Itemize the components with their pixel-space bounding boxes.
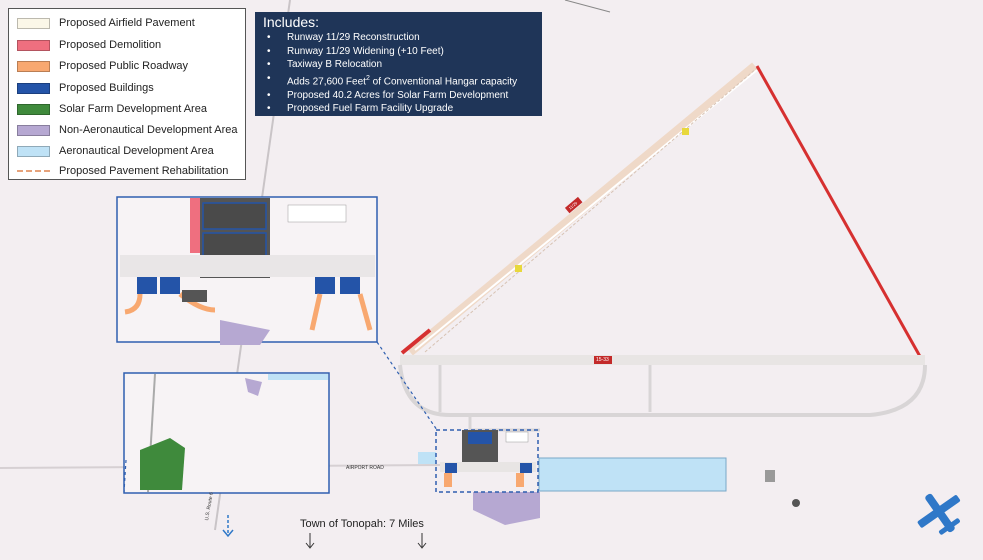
demolition-runway: [755, 65, 924, 361]
hangar-capacity-suffix: of Conventional Hangar capacity: [372, 76, 518, 88]
inset-terminal-zoom: [116, 196, 378, 345]
inset-solar-zoom: [123, 372, 330, 494]
legend-swatch: [17, 145, 50, 157]
runway-15-33: [398, 355, 927, 417]
terminal-area: [418, 415, 727, 525]
includes-box: Includes: Runway 11/29 Reconstruction Ru…: [255, 12, 542, 116]
route-arrow-icon: [222, 515, 234, 538]
legend-label: Proposed Airfield Pavement: [59, 17, 195, 29]
site-marker: [765, 470, 775, 482]
airport-road-label: AIRPORT ROAD: [346, 465, 384, 471]
legend-item: Proposed Buildings: [17, 80, 154, 96]
legend-label: Proposed Pavement Rehabilitation: [59, 165, 229, 177]
includes-title: Includes:: [263, 14, 320, 30]
legend-label: Proposed Public Roadway: [59, 60, 189, 72]
map-legend: Proposed Airfield Pavement Proposed Demo…: [8, 8, 246, 180]
includes-item: Taxiway B Relocation: [267, 58, 534, 72]
includes-list: Runway 11/29 Reconstruction Runway 11/29…: [263, 31, 534, 116]
legend-label: Non-Aeronautical Development Area: [59, 124, 238, 136]
legend-item: Non-Aeronautical Development Area: [17, 122, 238, 138]
legend-item: Aeronautical Development Area: [17, 143, 214, 159]
legend-swatch: [17, 39, 50, 51]
legend-item: Proposed Public Roadway: [17, 58, 188, 74]
legend-label: Solar Farm Development Area: [59, 103, 207, 115]
includes-item: Proposed Fuel Farm Facility Upgrade: [267, 102, 534, 116]
inset2-connector: [123, 459, 127, 493]
legend-item: Proposed Airfield Pavement: [17, 15, 195, 31]
legend-swatch: [17, 17, 50, 29]
north-arrow-icon: [917, 493, 961, 535]
legend-swatch: [17, 103, 50, 115]
legend-label: Proposed Buildings: [59, 82, 154, 94]
includes-item: Adds 27,600 Feet2 of Conventional Hangar…: [267, 72, 534, 89]
includes-item: Proposed 40.2 Acres for Solar Farm Devel…: [267, 89, 534, 103]
runway-1533-label: 15-33: [596, 357, 609, 363]
town-direction-arrows: [305, 533, 427, 549]
superscript: 2: [365, 74, 370, 82]
town-distance-label: Town of Tonopah: 7 Miles: [300, 518, 424, 530]
legend-item: Proposed Demolition: [17, 37, 161, 53]
includes-item: Runway 11/29 Widening (+10 Feet): [267, 45, 534, 59]
hangar-capacity-text: Adds 27,600 Feet: [287, 76, 366, 88]
runway-11-29: [400, 62, 758, 356]
legend-label: Proposed Demolition: [59, 39, 162, 51]
top-road: [564, 0, 611, 13]
legend-swatch: [17, 170, 50, 172]
site-marker: [792, 499, 800, 507]
legend-item: Proposed Pavement Rehabilitation: [17, 163, 228, 179]
includes-item: Runway 11/29 Reconstruction: [267, 31, 534, 45]
legend-swatch: [17, 124, 50, 136]
legend-swatch: [17, 82, 50, 94]
legend-item: Solar Farm Development Area: [17, 101, 207, 117]
legend-swatch: [17, 60, 50, 72]
legend-label: Aeronautical Development Area: [59, 145, 214, 157]
